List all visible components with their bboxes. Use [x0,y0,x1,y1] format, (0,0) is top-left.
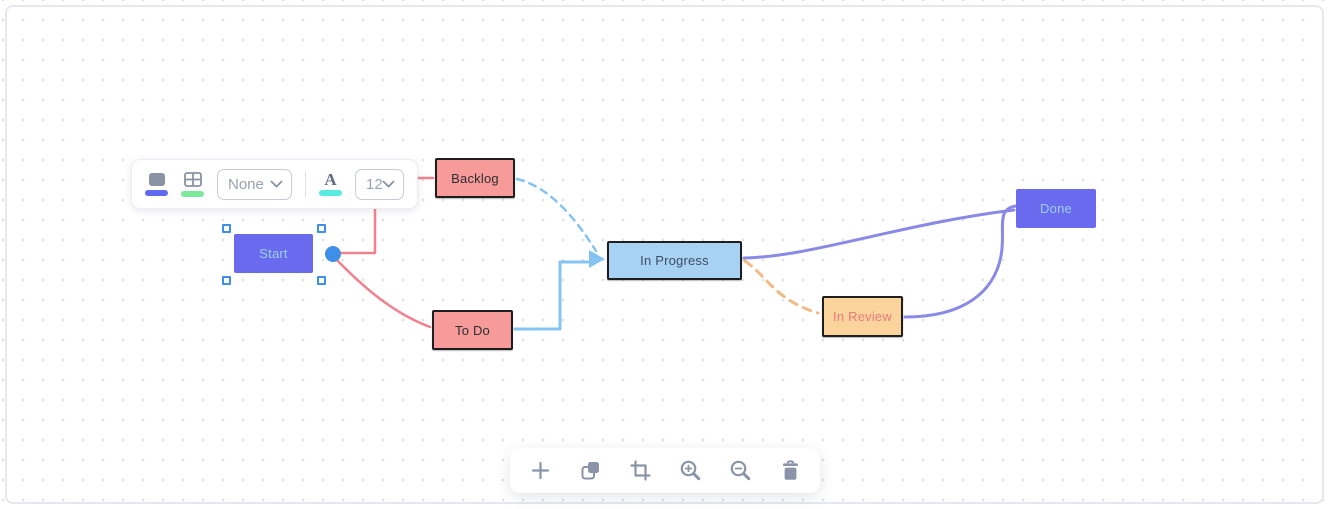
crop-button[interactable] [627,458,653,484]
node-label: Done [1040,201,1072,216]
node-start[interactable]: Start [234,234,313,273]
edge-inprogress-to-done[interactable] [742,208,1016,260]
selection-handle[interactable] [317,276,326,285]
table-grid-icon [183,171,202,187]
fill-color-swatch [145,189,168,196]
edge-inreview-to-done[interactable] [903,204,1018,319]
format-toolbar: None A 12 [131,159,418,209]
connector-dot[interactable] [325,245,341,262]
node-label: To Do [455,322,490,338]
node-label: In Review [833,309,892,324]
edge-todo-to-inprogress[interactable] [513,260,593,331]
shape-style-value: None [228,175,264,193]
node-backlog[interactable]: Backlog [435,158,515,198]
chevron-down-icon [270,174,283,188]
add-node-button[interactable] [527,458,553,484]
chevron-down-icon [382,174,395,188]
shape-fill-icon [148,172,165,186]
shape-style-select[interactable]: None [217,168,293,200]
text-color-icon: A [324,169,337,189]
text-color-button[interactable]: A [319,169,342,196]
duplicate-button[interactable] [577,458,603,484]
edge-inprogress-to-inreview[interactable] [743,259,820,315]
selection-handle[interactable] [317,224,326,233]
delete-button[interactable] [777,458,803,484]
edge-start-to-todo[interactable] [334,257,432,329]
canvas-toolbar [510,448,820,493]
crop-icon [629,460,651,481]
zoom-out-icon [730,460,750,481]
text-color-swatch [319,189,342,196]
selection-handle[interactable] [222,276,231,285]
node-in-progress[interactable]: In Progress [607,241,742,280]
edge-backlog-to-inprogress[interactable] [515,177,598,253]
node-in-review[interactable]: In Review [822,296,903,337]
trash-icon [782,460,798,480]
border-color-button[interactable] [181,171,204,197]
node-label: Start [259,246,288,261]
selection-handle[interactable] [222,224,231,233]
font-size-select[interactable]: 12 [355,168,404,200]
font-size-value: 12 [366,175,383,193]
edge-inprogress-arrowhead [589,250,605,268]
fill-color-button[interactable] [145,172,168,196]
node-todo[interactable]: To Do [432,310,513,350]
node-label: Backlog [451,170,499,186]
plus-icon [531,461,549,480]
zoom-out-button[interactable] [727,458,753,484]
toolbar-divider [305,171,306,197]
duplicate-icon [581,462,599,480]
node-label: In Progress [640,253,709,268]
zoom-in-icon [680,460,700,481]
zoom-in-button[interactable] [677,458,703,484]
border-color-swatch [181,190,204,197]
node-done[interactable]: Done [1016,189,1096,228]
